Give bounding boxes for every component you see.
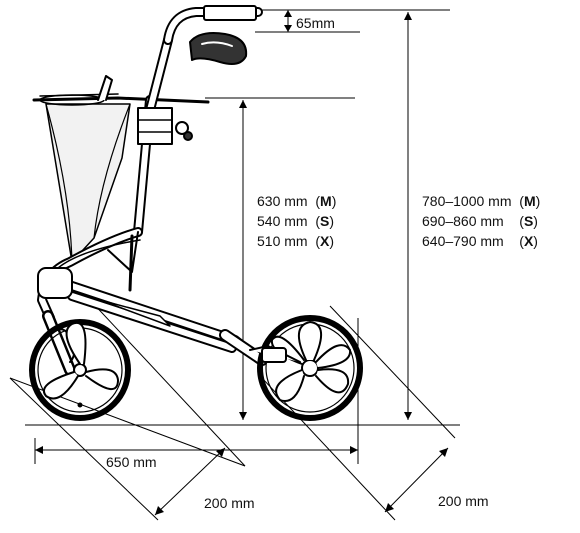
- seat-height-row-x: 510 mm (X): [257, 233, 335, 249]
- front-depth-arrow: [384, 447, 449, 513]
- shopping-bag: [45, 103, 131, 263]
- seat-height-row-s: 540 mm (S): [257, 213, 335, 229]
- grip-height-label: 65mm: [296, 15, 335, 31]
- rear-wheel: [29, 319, 131, 421]
- seat-height-list: 630 mm (M) 540 mm (S) 510 mm (X): [257, 192, 336, 250]
- rear-depth-line-c: [89, 299, 246, 467]
- rollator: [29, 5, 363, 421]
- arrow-heads: [35, 10, 448, 515]
- seat-height-row-m: 630 mm (M): [257, 193, 337, 209]
- front-wheel: [257, 315, 363, 421]
- front-depth-label: 200 mm: [438, 493, 489, 509]
- length-label: 650 mm: [106, 454, 157, 470]
- rear-depth-arrow: [154, 447, 226, 516]
- handle-range-row-x: 640–790 mm (X): [422, 233, 538, 249]
- dimension-lines: [9, 9, 460, 521]
- handle-range-row-m: 780–1000 mm (M): [422, 193, 541, 209]
- front-depth-line-b: [329, 305, 456, 439]
- handle-range-row-s: 690–860 mm (S): [422, 213, 538, 229]
- handle-range-list: 780–1000 mm (M) 690–860 mm (S) 640–790 m…: [422, 192, 540, 250]
- rear-depth-label: 200 mm: [204, 495, 255, 511]
- rear-depth-line-b: [9, 377, 159, 521]
